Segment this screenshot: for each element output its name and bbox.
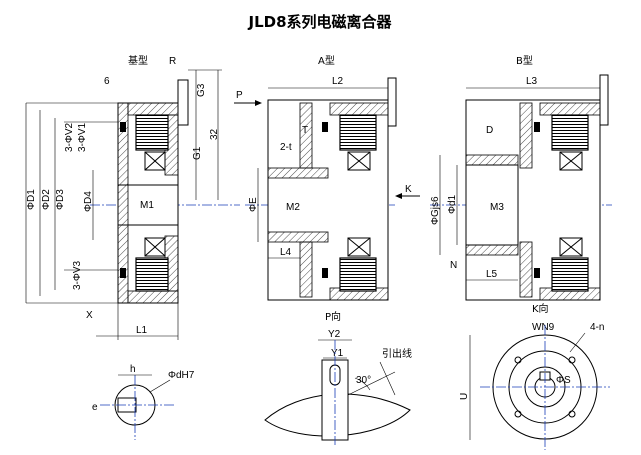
dim-m2: M2 — [286, 202, 300, 213]
lower-bearing — [144, 237, 166, 257]
a-view-label: A型 — [318, 54, 335, 67]
dim-wn9: WN9 — [532, 322, 555, 333]
dim-32: 32 — [209, 128, 220, 140]
k-view-label: K向 — [532, 302, 549, 315]
dim-v3: 3-ΦV3 — [72, 260, 83, 290]
dim-x: X — [86, 310, 93, 321]
b-type-view: B型 L3 D M3 ΦGjs6 Φd1 N L5 — [430, 54, 612, 301]
dim-l3: L3 — [526, 76, 538, 87]
p-view-label: P向 — [325, 310, 341, 323]
dim-4n: 4-n — [590, 322, 604, 333]
b-view-label: B型 — [516, 54, 533, 67]
dim-h: h — [130, 364, 136, 375]
dim-m3: M3 — [490, 202, 504, 213]
dim-e-key: e — [92, 402, 98, 413]
dim-k: K — [405, 184, 412, 195]
dim-y1: Y1 — [331, 348, 344, 359]
dim-v1: 3-ΦV1 — [77, 122, 88, 152]
dim-m1: M1 — [140, 200, 154, 211]
armature-plate — [117, 102, 129, 304]
dim-g3: G3 — [196, 83, 207, 97]
a-type-view: A型 L2 P T 2-t M2 ΦE L4 K — [234, 54, 420, 301]
dim-y2: Y2 — [328, 329, 341, 340]
dim-t: T — [302, 125, 308, 136]
angle-30: 30° — [356, 375, 371, 386]
upper-coil — [135, 114, 169, 151]
dim-6: 6 — [104, 76, 110, 87]
dim-d4: ΦD4 — [83, 191, 94, 212]
dim-v2: 3-ΦV2 — [64, 122, 75, 152]
dim-d3: ΦD3 — [55, 189, 66, 210]
lead-plate — [264, 393, 411, 437]
dim-p: P — [236, 90, 243, 101]
dim-e: ΦE — [248, 197, 259, 212]
dim-l2: L2 — [332, 76, 344, 87]
base-type-view: 基型 R 6 M1 ΦD — [25, 54, 240, 340]
lead-label: 引出线 — [382, 347, 412, 360]
k-view-detail: K向 WN9 4-n ΦS U — [459, 302, 610, 450]
dim-n: N — [450, 260, 457, 271]
top-housing-hatch — [127, 102, 179, 116]
base-view-label: 基型 — [128, 54, 148, 67]
dim-l5: L5 — [486, 269, 498, 280]
dim-l4: L4 — [280, 247, 292, 258]
dim-d1-small: Φd1 — [447, 194, 458, 214]
dim-d1: ΦD1 — [26, 189, 37, 210]
dim-2t: 2-t — [280, 142, 292, 153]
dim-u: U — [459, 393, 470, 400]
keyway-detail: h e ΦdH7 — [92, 364, 195, 440]
dim-s: ΦS — [556, 375, 571, 386]
dim-l1: L1 — [136, 325, 148, 336]
dim-d: D — [486, 125, 493, 136]
dim-dh7: ΦdH7 — [168, 370, 195, 381]
dim-r: R — [169, 56, 176, 67]
diagram-title: JLD8系列电磁离合器 — [247, 13, 392, 31]
p-view-detail: P向 Y2 Y1 30° 引出线 — [264, 310, 412, 445]
dim-g1: G1 — [192, 146, 203, 160]
dim-g: ΦGjs6 — [430, 196, 441, 225]
upper-bearing — [144, 151, 166, 171]
dim-d2: ΦD2 — [41, 189, 52, 210]
lower-coil — [135, 257, 169, 292]
bottom-housing-hatch — [127, 290, 179, 304]
